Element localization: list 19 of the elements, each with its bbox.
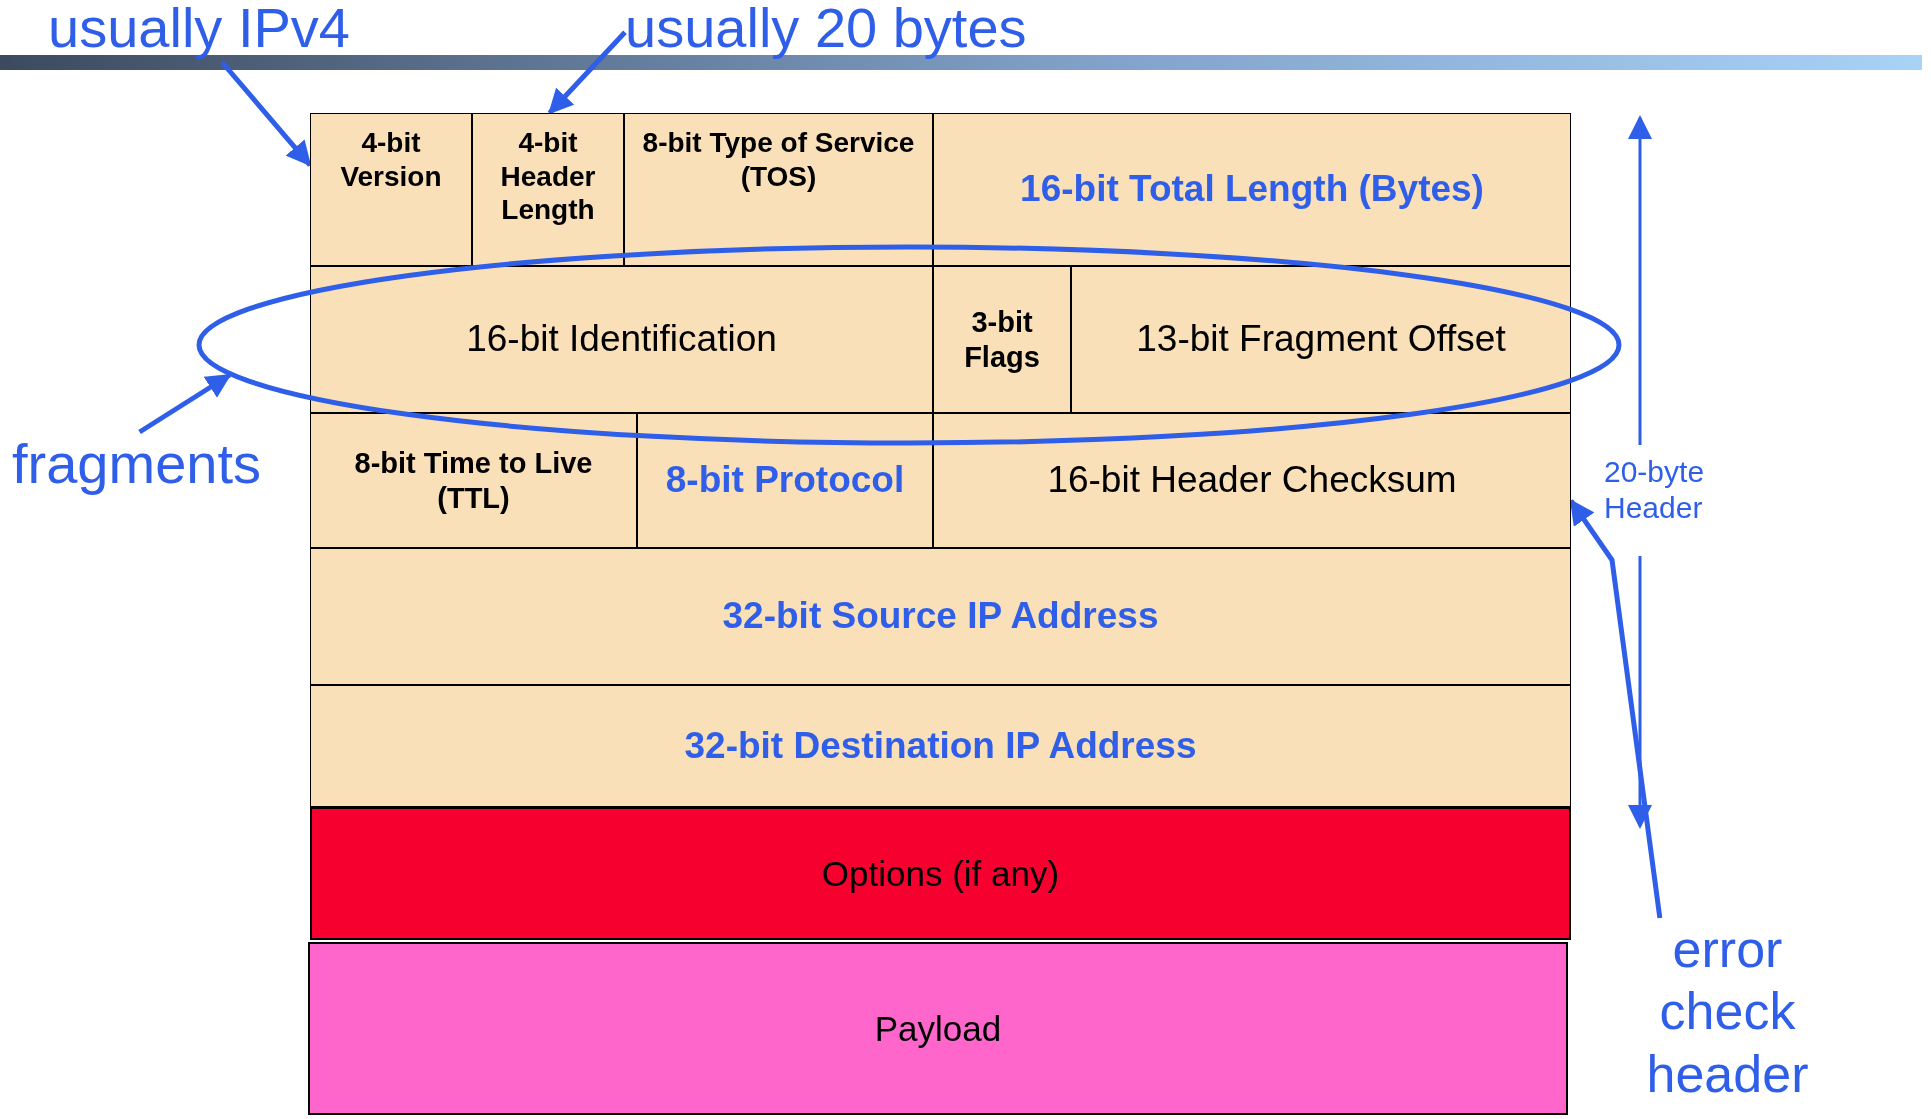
dimension-label: 20-byte Header	[1604, 454, 1706, 526]
payload-block: Payload	[308, 942, 1568, 1115]
arrow	[220, 60, 312, 167]
header-field: 4-bit Version	[310, 113, 472, 266]
header-field: 8-bit Time to Live (TTL)	[310, 413, 637, 548]
header-field: 32-bit Source IP Address	[310, 548, 1571, 685]
arrow	[547, 30, 627, 115]
arrow	[138, 372, 232, 435]
options-field: Options (if any)	[310, 807, 1571, 940]
header-field: 4-bit Header Length	[472, 113, 624, 266]
header-field: 16-bit Header Checksum	[933, 413, 1571, 548]
header-field: 8-bit Type of Service (TOS)	[624, 113, 933, 266]
annotation-text: error check header	[1625, 918, 1830, 1113]
annotation-text: fragments	[12, 432, 302, 502]
header-field: 32-bit Destination IP Address	[310, 685, 1571, 807]
annotation-text: usually IPv4	[48, 0, 378, 62]
header-field: 8-bit Protocol	[637, 413, 933, 548]
annotation-text: usually 20 bytes	[625, 0, 1085, 62]
header-field: 16-bit Total Length (Bytes)	[933, 113, 1571, 266]
